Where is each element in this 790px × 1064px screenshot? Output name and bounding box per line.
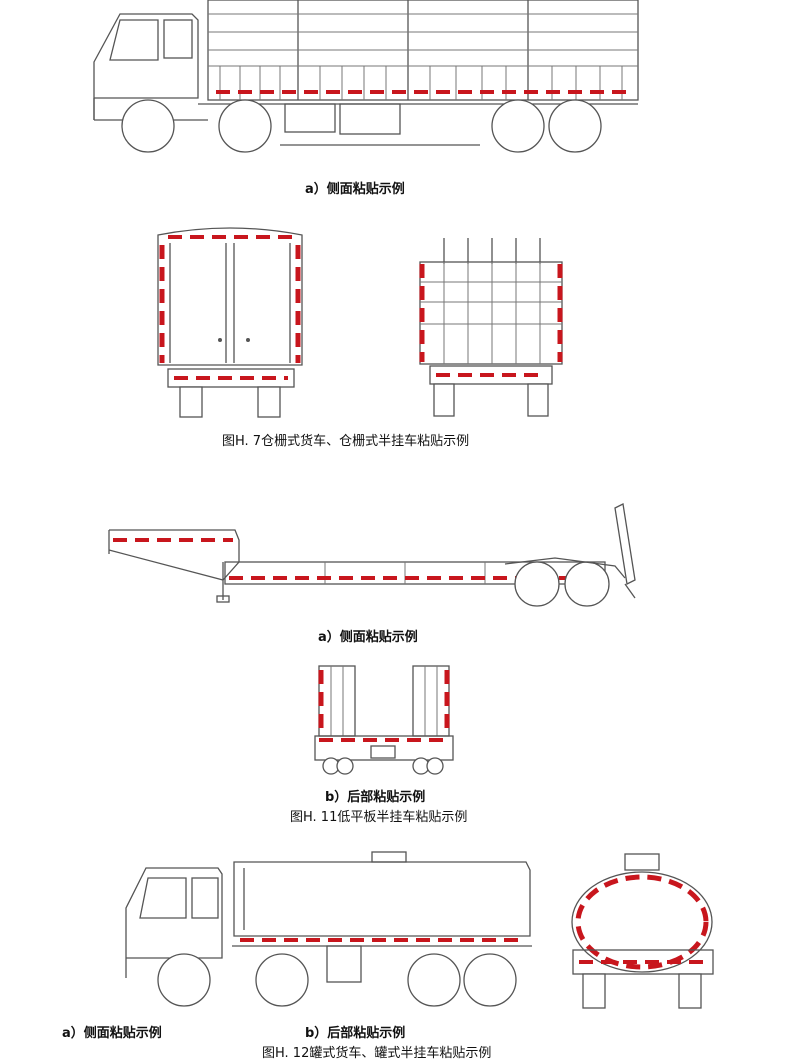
caption-h11-side: a）侧面粘贴示例 <box>318 630 418 645</box>
caption-h11-rear: b）后部粘贴示例 <box>325 790 426 805</box>
tanker-truck-side-view <box>122 848 538 1016</box>
caption-h12-title: 图H. 12罐式货车、罐式半挂车粘贴示例 <box>262 1046 492 1061</box>
box-truck-rear-view <box>150 215 310 420</box>
stake-truck-rear-view <box>410 232 570 422</box>
caption-h7-title: 图H. 7仓栅式货车、仓栅式半挂车粘贴示例 <box>222 434 470 449</box>
caption-h11-title: 图H. 11低平板半挂车粘贴示例 <box>290 810 468 825</box>
caption-h12-side: a）侧面粘贴示例 <box>62 1026 162 1041</box>
caption-h12-rear: b）后部粘贴示例 <box>305 1026 406 1041</box>
lowbed-trailer-side-view <box>105 500 645 612</box>
tanker-truck-rear-view <box>565 850 720 1018</box>
stake-truck-side-view <box>80 0 650 165</box>
caption-h7-side: a）侧面粘贴示例 <box>305 182 405 197</box>
lowbed-trailer-rear-view <box>305 658 460 780</box>
